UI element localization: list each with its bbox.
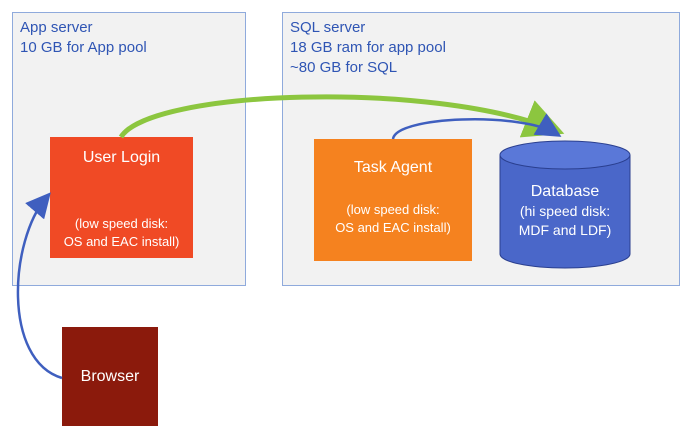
sql-server-label: SQL server 18 GB ram for app pool ~80 GB… (290, 18, 446, 78)
user-login-disk-line2: OS and EAC install) (63, 234, 180, 249)
database-label: Database (hi speed disk: MDF and LDF) (500, 181, 630, 240)
sql-server-title: SQL server (290, 19, 366, 36)
sql-server-ram: 18 GB ram for app pool (290, 39, 446, 56)
user-login-disk-line1: (low speed disk: (74, 216, 169, 231)
browser-node: Browser (62, 327, 158, 426)
user-login-node: User Login (low speed disk: OS and EAC i… (50, 137, 193, 258)
database-disk-line2: MDF and LDF) (518, 222, 612, 238)
task-agent-disk-line2: OS and EAC install) (335, 220, 451, 235)
task-agent-title: Task Agent (353, 159, 433, 176)
agent-to-database-arrow (391, 113, 562, 140)
browser-title: Browser (80, 368, 140, 385)
app-server-title: App server (20, 19, 93, 36)
database-disk-line1: (hi speed disk: (519, 203, 611, 219)
browser-to-login-arrow (16, 192, 63, 380)
sql-server-storage: ~80 GB for SQL (290, 59, 398, 76)
task-agent-node: Task Agent (low speed disk: OS and EAC i… (314, 139, 472, 261)
database-title: Database (530, 183, 600, 200)
user-login-disk-note: (low speed disk: OS and EAC install) (50, 215, 193, 251)
database-cylinder (499, 140, 631, 269)
task-agent-disk-note: (low speed disk: OS and EAC install) (314, 201, 472, 237)
app-server-label: App server 10 GB for App pool (20, 18, 147, 58)
user-login-title: User Login (82, 149, 161, 166)
app-server-memory: 10 GB for App pool (20, 39, 147, 56)
login-to-database-arrow (118, 94, 565, 139)
task-agent-disk-line1: (low speed disk: (346, 202, 440, 217)
